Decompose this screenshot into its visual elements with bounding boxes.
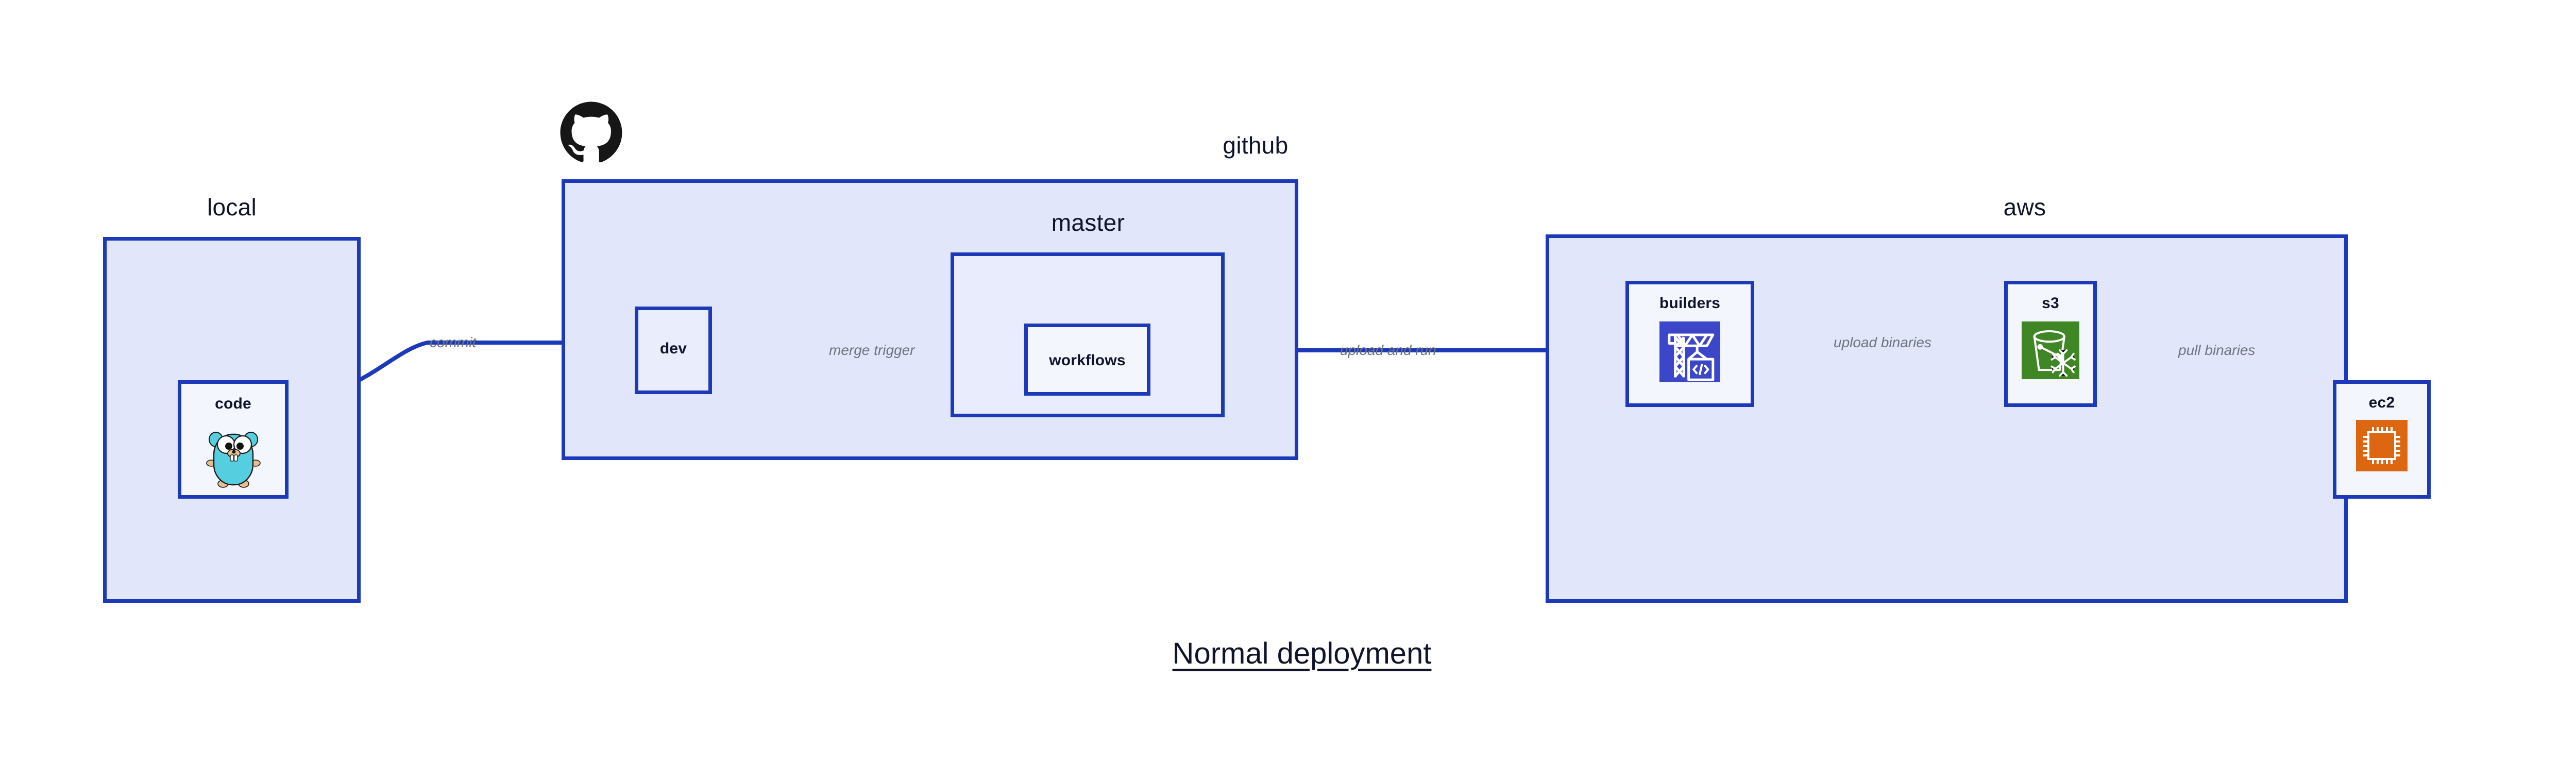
edge-label-upload-binaries: upload binaries: [1832, 334, 1934, 351]
node-ec2[interactable]: ec2: [2333, 380, 2431, 499]
edge-label-merge-trigger: merge trigger: [827, 342, 917, 359]
node-s3-label: s3: [2042, 295, 2059, 312]
github-octocat-logo: [559, 100, 623, 165]
node-builders[interactable]: builders: [1625, 281, 1754, 407]
node-ec2-label: ec2: [2368, 394, 2395, 411]
aws-ec2-chip-icon: [2356, 420, 2408, 471]
edge-label-pull-binaries: pull binaries: [2176, 342, 2258, 359]
node-code[interactable]: code: [178, 380, 289, 499]
node-s3[interactable]: s3: [2004, 281, 2097, 407]
group-master-label: master: [1051, 209, 1125, 236]
group-aws-label: aws: [2003, 194, 2046, 220]
aws-s3-bucket-icon: [2022, 321, 2079, 379]
node-builders-label: builders: [1659, 295, 1721, 312]
diagram-title: Normal deployment: [1172, 637, 1432, 670]
group-github-label: github: [1223, 132, 1289, 159]
group-local-label: local: [207, 194, 257, 220]
node-dev[interactable]: dev: [635, 307, 712, 394]
node-workflows[interactable]: workflows: [1024, 324, 1150, 396]
edge-label-commit: commit: [430, 334, 477, 350]
node-code-label: code: [215, 395, 251, 412]
node-workflows-label: workflows: [1049, 352, 1126, 369]
edge-label-upload-and-run: upload and run: [1340, 342, 1436, 358]
node-dev-label: dev: [659, 340, 687, 357]
aws-codebuild-icon: [1659, 321, 1720, 382]
go-gopher-icon: [205, 424, 262, 488]
